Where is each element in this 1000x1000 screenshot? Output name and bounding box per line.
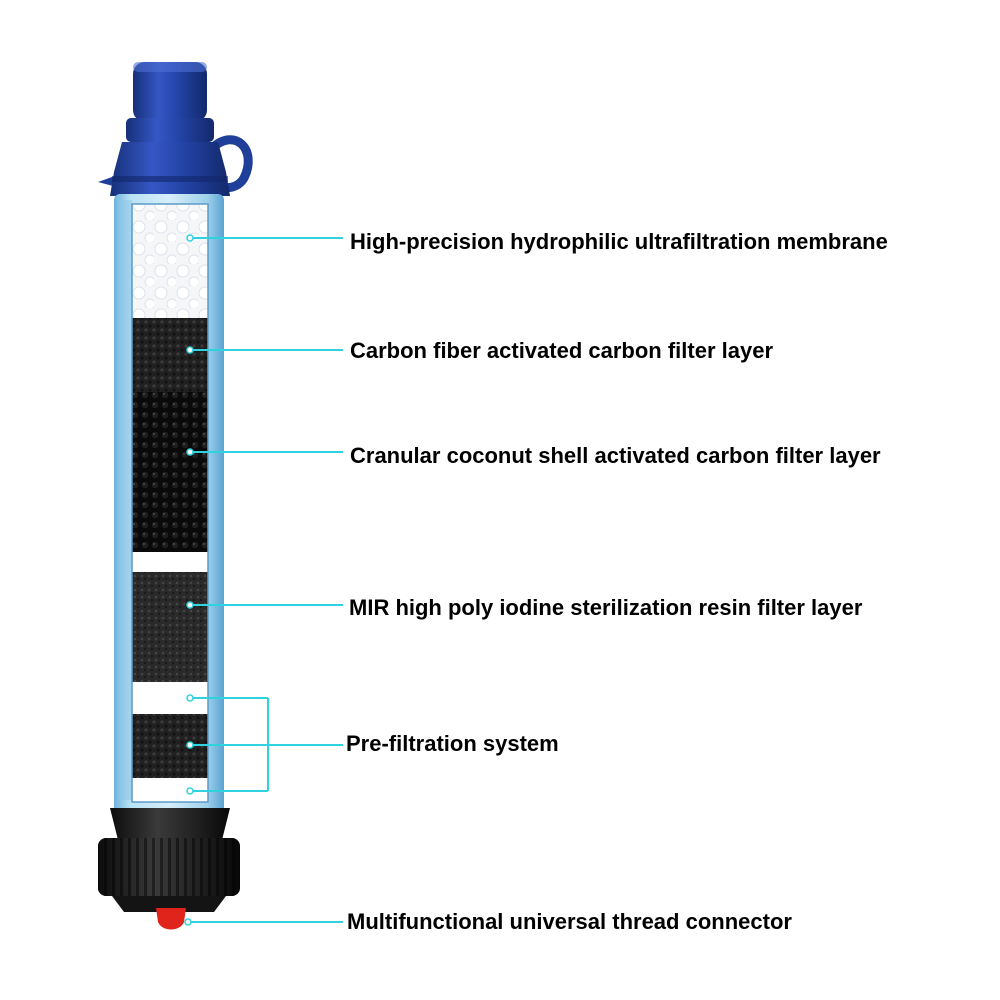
label-membrane: High-precision hydrophilic ultrafiltrati… <box>350 229 888 254</box>
label-carbon-fiber: Carbon fiber activated carbon filter lay… <box>350 338 774 363</box>
red-connector-tip <box>156 908 186 930</box>
leader-lines <box>188 237 343 923</box>
filter-straw <box>98 62 253 930</box>
leader-bracket-prefiltration <box>190 697 343 792</box>
carbon-fiber-layer <box>132 318 208 392</box>
separator-white-1 <box>132 552 208 572</box>
coconut-carbon-layer <box>132 392 208 552</box>
label-prefiltration: Pre-filtration system <box>346 731 559 756</box>
membrane-layer <box>132 204 208 318</box>
mouthpiece-nozzle <box>133 62 207 122</box>
filter-layers <box>131 203 209 803</box>
leader-dots <box>184 234 194 926</box>
cap-collar <box>126 118 214 142</box>
label-resin: MIR high poly iodine sterilization resin… <box>349 595 863 620</box>
resin-layer <box>132 572 208 682</box>
label-coconut-carbon: Cranular coconut shell activated carbon … <box>350 443 881 468</box>
cap-body <box>110 142 230 196</box>
label-connector: Multifunctional universal thread connect… <box>347 909 792 934</box>
bottom-collar <box>110 808 230 840</box>
